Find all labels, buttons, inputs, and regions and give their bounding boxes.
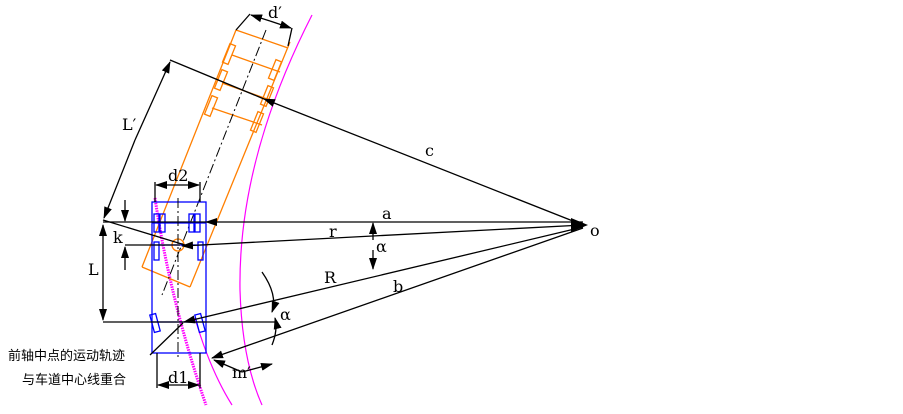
label-m-prime: m′ bbox=[232, 363, 251, 382]
label-d1: d1 bbox=[168, 368, 188, 387]
label-a: a bbox=[382, 204, 392, 223]
dim-L-prime bbox=[134, 61, 171, 141]
label-R: R bbox=[324, 268, 337, 287]
label-r: r bbox=[329, 222, 337, 241]
outer-swept-arc bbox=[239, 14, 313, 406]
trailer bbox=[141, 29, 291, 296]
label-d2: d2 bbox=[168, 166, 188, 185]
center-point bbox=[571, 218, 588, 232]
annotation-line1: 前轴中点的运动轨迹 bbox=[8, 348, 125, 364]
label-d-prime: d′ bbox=[268, 3, 282, 22]
label-alpha-bottom: α bbox=[280, 305, 291, 324]
label-b: b bbox=[393, 277, 403, 296]
label-L-prime: L′ bbox=[122, 115, 137, 134]
label-c: c bbox=[425, 141, 434, 160]
line-R bbox=[183, 226, 584, 324]
label-L: L bbox=[88, 260, 99, 279]
line-b bbox=[211, 227, 584, 359]
line-r bbox=[181, 224, 584, 250]
label-o: o bbox=[590, 221, 600, 240]
annotation-line2: 与车道中心线重合 bbox=[22, 372, 126, 388]
label-k: k bbox=[113, 228, 123, 247]
label-alpha-top: α bbox=[376, 237, 387, 256]
line-c bbox=[263, 98, 584, 226]
